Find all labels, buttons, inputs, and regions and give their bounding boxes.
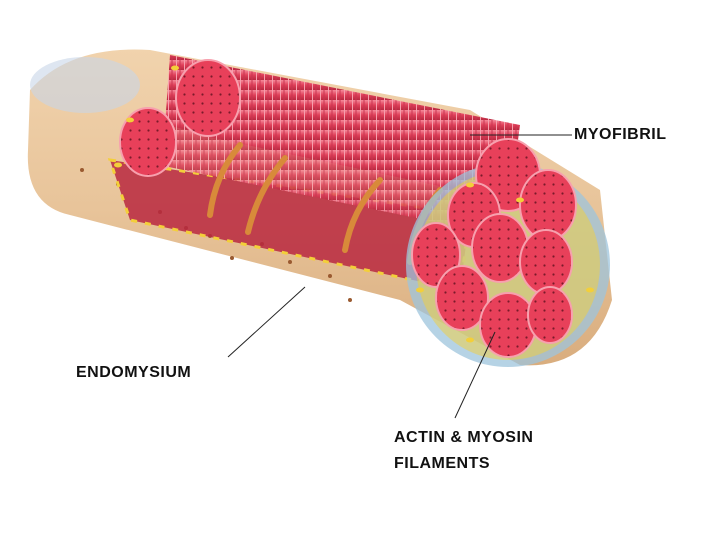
endomysium-label: ENDOMYSIUM <box>76 364 191 382</box>
filaments-label-line2: FILAMENTS <box>394 451 533 477</box>
filaments-label-line1: ACTIN & MYOSIN <box>394 425 533 451</box>
actin-myosin-filaments-label: ACTIN & MYOSIN FILAMENTS <box>394 425 533 477</box>
myofibril-label: MYOFIBRIL <box>574 126 667 144</box>
endomysium-leader-line <box>228 287 305 357</box>
